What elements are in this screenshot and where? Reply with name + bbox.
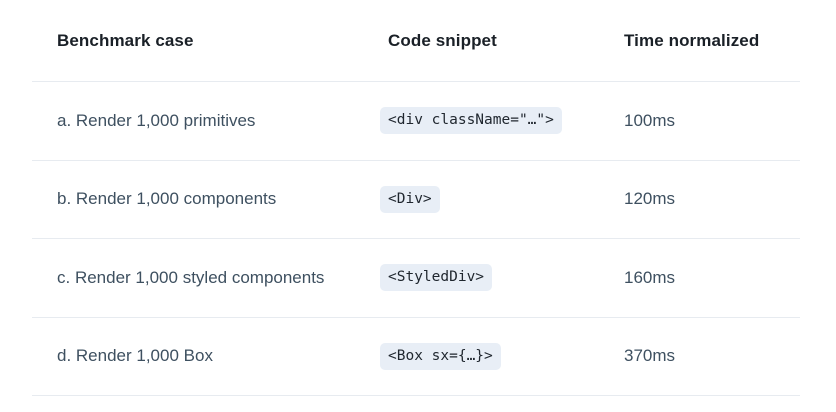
column-header-time-normalized: Time normalized	[624, 30, 760, 50]
table-row: c. Render 1,000 styled components <Style…	[32, 239, 800, 318]
column-header-benchmark-case: Benchmark case	[57, 30, 194, 50]
cell-time-normalized: 120ms	[624, 189, 676, 209]
table-row: d. Render 1,000 Box <Box sx={…}> 370ms	[32, 318, 800, 396]
code-chip: <Box sx={…}>	[380, 342, 501, 370]
cell-code-snippet: <Div>	[380, 185, 624, 213]
table-row: a. Render 1,000 primitives <div classNam…	[32, 82, 800, 161]
code-chip: <StyledDiv>	[380, 264, 493, 292]
column-header-code-snippet: Code snippet	[388, 30, 497, 50]
cell-benchmark-case: b. Render 1,000 components	[57, 189, 277, 209]
code-chip: <Div>	[380, 185, 440, 213]
table-row: b. Render 1,000 components <Div> 120ms	[32, 161, 800, 239]
cell-time-normalized: 370ms	[624, 346, 676, 366]
cell-time-normalized: 160ms	[624, 267, 676, 287]
table-header-row: Benchmark case Code snippet Time normali…	[32, 0, 800, 82]
cell-benchmark-case: c. Render 1,000 styled components	[57, 267, 325, 287]
cell-code-snippet: <Box sx={…}>	[380, 342, 624, 370]
benchmark-table: Benchmark case Code snippet Time normali…	[32, 0, 800, 396]
cell-code-snippet: <StyledDiv>	[380, 264, 624, 292]
cell-benchmark-case: a. Render 1,000 primitives	[57, 110, 256, 130]
cell-benchmark-case: d. Render 1,000 Box	[57, 346, 213, 366]
code-chip: <div className="…">	[380, 107, 562, 135]
cell-code-snippet: <div className="…">	[380, 107, 624, 135]
cell-time-normalized: 100ms	[624, 110, 676, 130]
